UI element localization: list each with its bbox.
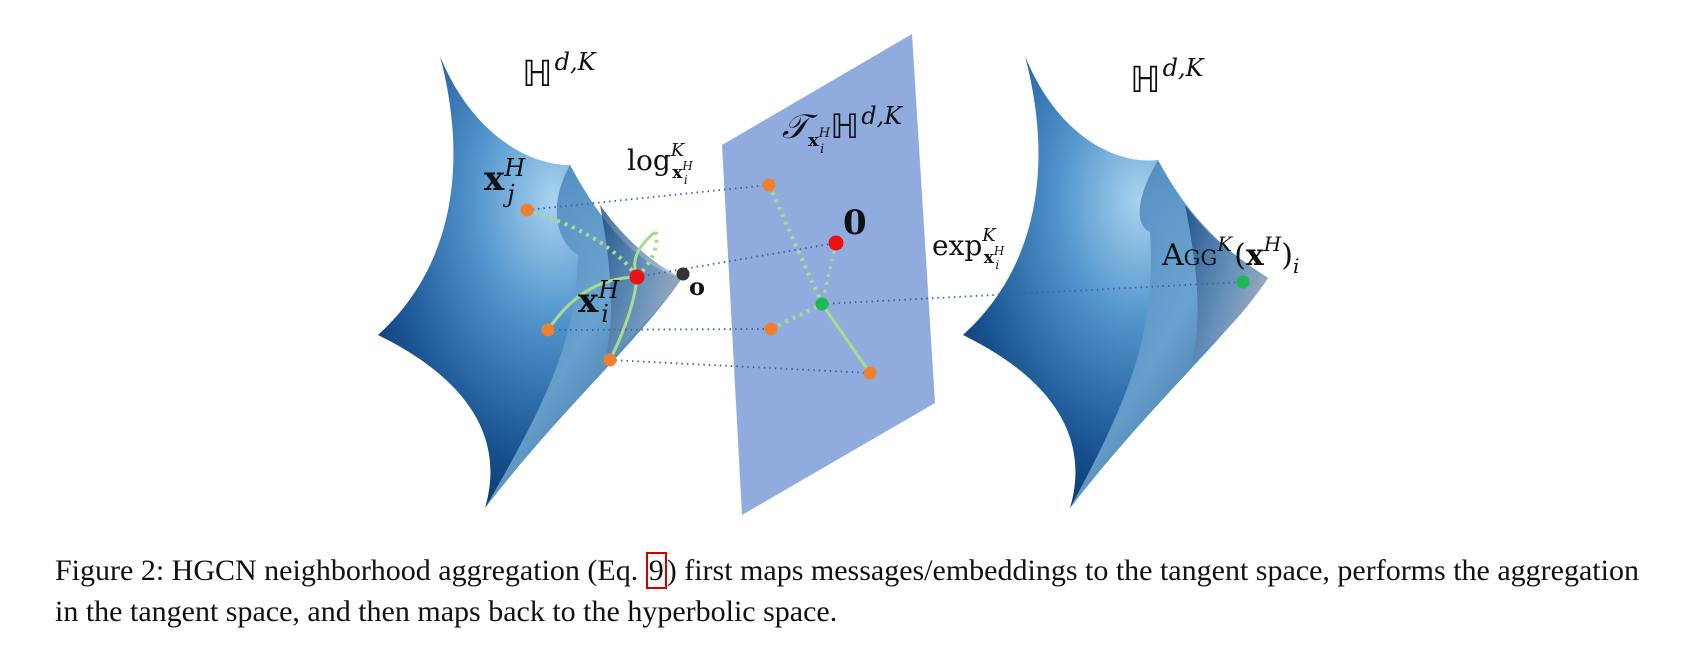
caption-text-end: ) first maps messages/embeddings to the … <box>55 554 1639 628</box>
figure-caption: Figure 2: HGCN neighborhood aggregation … <box>55 550 1655 632</box>
right-manifold-label: ℍd,K <box>1130 54 1206 101</box>
equation-reference-link[interactable]: 9 <box>645 552 667 589</box>
tangent-point-a <box>764 322 778 336</box>
log-map-origin <box>636 242 837 278</box>
zero-label: 0 <box>843 203 867 243</box>
point-aggregated <box>1236 275 1250 289</box>
points <box>520 178 1250 380</box>
origin-label: o <box>689 272 705 301</box>
point-origin <box>676 267 690 281</box>
projection-lines <box>526 184 1244 374</box>
log-map-xj <box>526 184 770 211</box>
right-manifold-body <box>963 56 1268 508</box>
tangent-point-zero <box>828 235 844 251</box>
point-xj <box>520 203 534 217</box>
tangent-edge-left <box>770 302 823 331</box>
geodesic-a-xi <box>546 275 638 331</box>
right-manifold-rim <box>1185 205 1268 362</box>
point-neighbor-b <box>603 353 617 367</box>
caption-text-start: Figure 2: HGCN neighborhood aggregation … <box>55 554 646 587</box>
tangent-edge-bottom <box>820 303 872 374</box>
left-manifold-body <box>378 56 682 508</box>
aggregation-label: AggK(xH)i <box>1161 232 1299 278</box>
geodesic-xj-xi <box>526 208 639 279</box>
tangent-edge-top <box>767 184 824 305</box>
geodesic-xi-top <box>635 229 659 279</box>
point-xi <box>629 269 645 285</box>
tangent-point-aggregated <box>815 297 829 311</box>
tangent-point-b <box>863 366 877 380</box>
tangent-edge-zero <box>820 242 838 305</box>
tangent-edges <box>767 184 872 374</box>
right-hyperbolic-manifold <box>963 56 1268 508</box>
tangent-point-xj <box>762 178 776 192</box>
point-neighbor-a <box>541 323 555 337</box>
left-manifold-label: ℍd,K <box>522 48 598 95</box>
